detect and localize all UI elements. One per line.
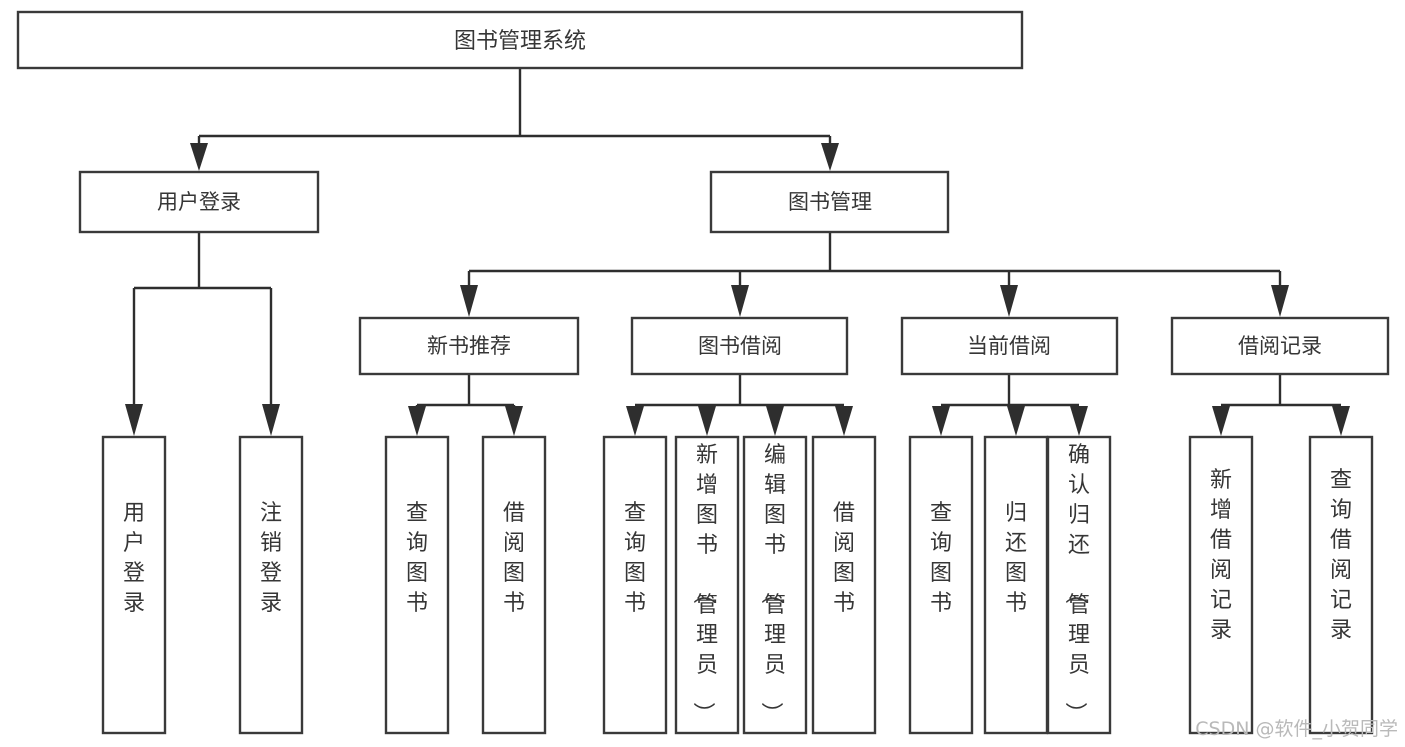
leaf-br-query-record[interactable]: 查询借阅记录 bbox=[1308, 435, 1374, 735]
arrow-head-nbr-borrow-book bbox=[505, 406, 523, 436]
node-current-borrow-box[interactable] bbox=[900, 316, 1119, 376]
arrow-head-current-borrow bbox=[1000, 285, 1018, 317]
node-user-login-box[interactable] bbox=[78, 170, 320, 234]
arrow-head-bb-borrow-book bbox=[835, 406, 853, 436]
leaf-login-do-label: 用户登录 bbox=[123, 501, 145, 616]
arrow-head-bb-edit-book bbox=[766, 406, 784, 436]
node-user-login[interactable]: 用户登录 bbox=[78, 170, 320, 234]
arrow-head-book-manage bbox=[821, 143, 839, 171]
leaf-cb-return-book-label: 归还图书 bbox=[1005, 501, 1027, 616]
arrow-head-br-query-record bbox=[1332, 406, 1350, 436]
leaf-cb-confirm-return-box[interactable] bbox=[1046, 435, 1112, 735]
node-current-borrow-label: 当前借阅 bbox=[967, 334, 1051, 358]
leaf-cb-query-book-box[interactable] bbox=[908, 435, 974, 735]
node-user-login-label: 用户登录 bbox=[157, 190, 241, 214]
leaf-br-query-record-label: 查询借阅记录 bbox=[1330, 468, 1352, 643]
leaf-cb-return-book-box[interactable] bbox=[983, 435, 1049, 735]
node-new-book-recommend-label: 新书推荐 bbox=[427, 334, 511, 358]
leaf-nbr-query-book-label: 查询图书 bbox=[406, 501, 428, 616]
node-book-borrow-label: 图书借阅 bbox=[698, 334, 782, 358]
leaf-cb-confirm-return[interactable]: 确认归还（管理员） bbox=[1046, 435, 1112, 735]
leaf-bb-borrow-book-label: 借阅图书 bbox=[833, 501, 855, 616]
leaf-bb-borrow-book[interactable]: 借阅图书 bbox=[811, 435, 877, 735]
leaf-bb-query-book-label: 查询图书 bbox=[624, 501, 646, 616]
leaf-logout-do-box[interactable] bbox=[238, 435, 304, 735]
leaf-nbr-query-book[interactable]: 查询图书 bbox=[384, 435, 450, 735]
leaf-bb-add-book-label: 新增图书（管理员） bbox=[690, 443, 718, 724]
arrow-head-login-do bbox=[125, 404, 143, 436]
arrow-head-user-login bbox=[190, 143, 208, 171]
leaf-logout-do[interactable]: 注销登录 bbox=[238, 435, 304, 735]
arrow-head-br-add-record bbox=[1212, 406, 1230, 436]
leaf-bb-edit-book-box[interactable] bbox=[742, 435, 808, 735]
node-book-manage-box[interactable] bbox=[709, 170, 950, 234]
leaf-logout-do-label: 注销登录 bbox=[260, 501, 282, 616]
leaf-login-do-box[interactable] bbox=[101, 435, 167, 735]
leaf-nbr-query-book-box[interactable] bbox=[384, 435, 450, 735]
node-borrow-record-box[interactable] bbox=[1170, 316, 1390, 376]
node-borrow-record-label: 借阅记录 bbox=[1238, 334, 1322, 358]
node-new-book-recommend[interactable]: 新书推荐 bbox=[358, 316, 580, 376]
leaf-bb-query-book-box[interactable] bbox=[602, 435, 668, 735]
node-book-borrow-box[interactable] bbox=[630, 316, 849, 376]
arrow-head-logout-do bbox=[262, 404, 280, 436]
node-new-book-recommend-box[interactable] bbox=[358, 316, 580, 376]
leaf-br-add-record-box[interactable] bbox=[1188, 435, 1254, 735]
arrow-head-bb-query-book bbox=[626, 406, 644, 436]
leaf-cb-return-book[interactable]: 归还图书 bbox=[983, 435, 1049, 735]
leaf-bb-edit-book-label: 编辑图书（管理员） bbox=[758, 443, 786, 724]
leaf-cb-confirm-return-label: 确认归还（管理员） bbox=[1062, 443, 1090, 724]
node-book-manage-label: 图书管理 bbox=[788, 190, 872, 214]
leaf-bb-edit-book[interactable]: 编辑图书（管理员） bbox=[742, 435, 808, 735]
leaf-login-do[interactable]: 用户登录 bbox=[101, 435, 167, 735]
leaf-br-query-record-box[interactable] bbox=[1308, 435, 1374, 735]
connector-layer bbox=[125, 68, 1350, 436]
node-root-label: 图书管理系统 bbox=[454, 29, 586, 54]
leaf-br-add-record[interactable]: 新增借阅记录 bbox=[1188, 435, 1254, 735]
node-book-manage[interactable]: 图书管理 bbox=[709, 170, 950, 234]
leaf-bb-query-book[interactable]: 查询图书 bbox=[602, 435, 668, 735]
arrow-head-borrow-record bbox=[1271, 285, 1289, 317]
leaf-cb-query-book-label: 查询图书 bbox=[930, 501, 952, 616]
arrow-head-new-book-recommend bbox=[460, 285, 478, 317]
leaf-nbr-borrow-book-box[interactable] bbox=[481, 435, 547, 735]
node-borrow-record[interactable]: 借阅记录 bbox=[1170, 316, 1390, 376]
leaf-nbr-borrow-book[interactable]: 借阅图书 bbox=[481, 435, 547, 735]
leaf-bb-add-book[interactable]: 新增图书（管理员） bbox=[674, 435, 740, 735]
leaf-nbr-borrow-book-label: 借阅图书 bbox=[503, 501, 525, 616]
arrow-head-cb-confirm-return bbox=[1070, 406, 1088, 436]
leaf-bb-borrow-book-box[interactable] bbox=[811, 435, 877, 735]
node-current-borrow[interactable]: 当前借阅 bbox=[900, 316, 1119, 376]
csdn-watermark: CSDN @软件_小贺同学 bbox=[1195, 718, 1398, 740]
arrow-head-cb-query-book bbox=[932, 406, 950, 436]
arrow-head-bb-add-book bbox=[698, 406, 716, 436]
node-book-borrow[interactable]: 图书借阅 bbox=[630, 316, 849, 376]
leaf-br-add-record-label: 新增借阅记录 bbox=[1210, 468, 1232, 643]
leaf-bb-add-book-box[interactable] bbox=[674, 435, 740, 735]
arrow-head-book-borrow bbox=[731, 285, 749, 317]
arrow-head-cb-return-book bbox=[1007, 406, 1025, 436]
node-root-box[interactable] bbox=[16, 10, 1024, 70]
node-root[interactable]: 图书管理系统 bbox=[16, 10, 1024, 70]
arrow-head-nbr-query-book bbox=[408, 406, 426, 436]
leaf-cb-query-book[interactable]: 查询图书 bbox=[908, 435, 974, 735]
